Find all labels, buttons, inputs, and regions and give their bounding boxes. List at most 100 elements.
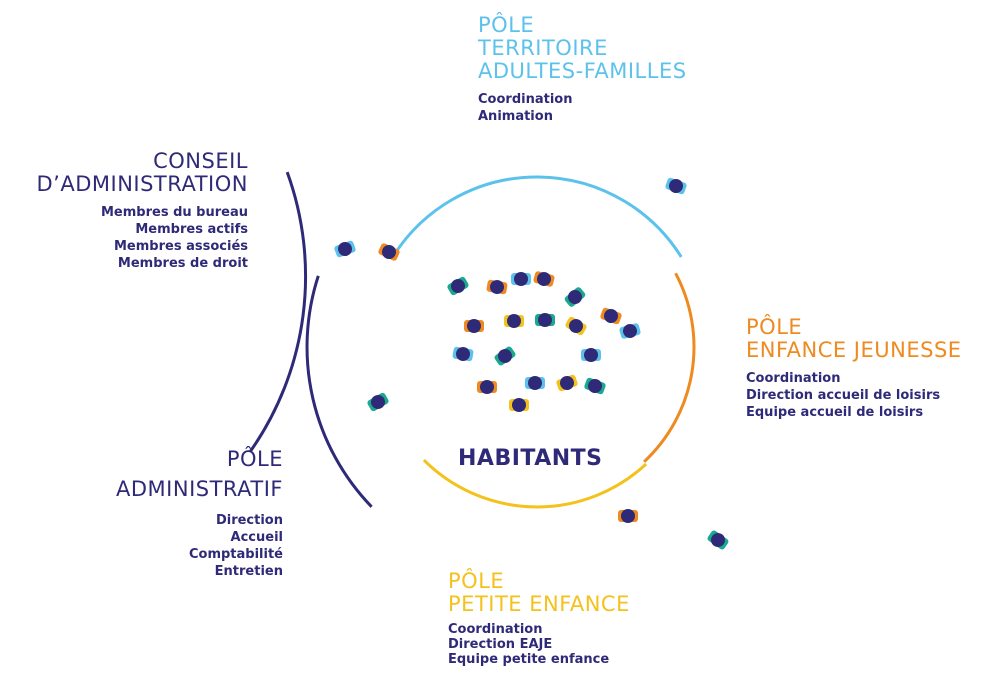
pole-enfance-jeunesse-title-line: PÔLE <box>746 315 803 339</box>
pole-administratif-title: PÔLE ADMINISTRATIF <box>116 444 283 504</box>
conseil-arc <box>249 171 308 453</box>
person-head <box>669 179 683 193</box>
person-head <box>490 280 504 294</box>
person-head <box>538 313 552 327</box>
person-figure <box>564 287 586 307</box>
person-figure <box>665 177 687 195</box>
conseil-title: CONSEIL D’ADMINISTRATION <box>37 150 249 196</box>
pole-territoire-items: Coordination Animation <box>478 91 687 125</box>
person-figure <box>452 346 474 362</box>
list-item: Membres actifs <box>135 222 248 237</box>
list-item: Equipe petite enfance <box>448 652 610 667</box>
person-head <box>456 347 470 361</box>
person-head <box>371 395 385 409</box>
person-figure <box>618 509 638 523</box>
person-head <box>514 272 528 286</box>
people-figures-group <box>334 177 729 550</box>
conseil-title-line: CONSEIL <box>153 149 248 173</box>
person-figure <box>504 314 524 328</box>
person-figure <box>535 313 555 327</box>
person-head <box>338 242 352 256</box>
list-item: Equipe accueil de loisirs <box>746 405 924 420</box>
pole-administratif: PÔLE ADMINISTRATIF Direction Accueil Com… <box>116 444 283 580</box>
list-item: Entretien <box>214 564 283 579</box>
person-head <box>604 309 618 323</box>
pole-administratif-items: Direction Accueil Comptabilité Entretien <box>116 512 283 580</box>
pole-petite-enfance-items: Coordination Direction EAJE Equipe petit… <box>448 622 630 667</box>
pole-enfance-jeunesse: PÔLE ENFANCE JEUNESSE Coordination Direc… <box>746 316 962 421</box>
person-figure <box>334 240 356 258</box>
enfance-jeunesse-arc <box>643 272 696 463</box>
list-item: Membres associés <box>114 239 248 254</box>
person-figure <box>581 348 601 362</box>
pole-petite-enfance-title: PÔLE PETITE ENFANCE <box>448 570 630 616</box>
pole-enfance-jeunesse-title-line: ENFANCE JEUNESSE <box>746 338 962 362</box>
person-figure <box>707 530 729 550</box>
person-figure <box>486 279 508 295</box>
list-item: Accueil <box>230 530 283 545</box>
person-figure <box>533 271 555 287</box>
person-head <box>537 272 551 286</box>
person-figure <box>565 316 587 336</box>
list-item: Membres du bureau <box>101 205 248 220</box>
person-head <box>623 324 637 338</box>
person-head <box>569 319 583 333</box>
list-item: Coordination <box>478 92 573 107</box>
list-item: Direction accueil de loisirs <box>746 388 941 403</box>
pole-enfance-jeunesse-items: Coordination Direction accueil de loisir… <box>746 370 962 421</box>
list-item: Direction EAJE <box>448 637 553 652</box>
person-figure <box>556 374 578 392</box>
list-item: Animation <box>478 109 553 124</box>
person-figure <box>367 392 389 412</box>
person-head <box>512 398 526 412</box>
list-item: Comptabilité <box>188 547 283 562</box>
person-figure <box>447 276 469 296</box>
conseil-items: Membres du bureau Membres actifs Membres… <box>37 204 248 272</box>
pole-petite-enfance-title-line: PÔLE <box>448 569 505 593</box>
person-head <box>568 290 582 304</box>
administratif-arc <box>305 275 373 508</box>
person-figure <box>600 307 622 325</box>
habitants-label: HABITANTS <box>458 446 603 471</box>
person-figure <box>511 272 531 286</box>
person-head <box>588 379 602 393</box>
pole-territoire-title-line: TERRITOIRE <box>478 36 608 60</box>
person-head <box>382 245 396 259</box>
list-item: Coordination <box>448 622 543 637</box>
person-head <box>507 314 521 328</box>
person-head <box>560 376 574 390</box>
conseil-title-line: D’ADMINISTRATION <box>36 172 248 196</box>
person-head <box>467 319 481 333</box>
conseil-administration: CONSEIL D’ADMINISTRATION Membres du bure… <box>37 150 249 272</box>
person-figure <box>464 319 484 333</box>
pole-petite-enfance-title-line: PETITE ENFANCE <box>448 592 630 616</box>
list-item: Coordination <box>746 371 841 386</box>
list-item: Membres de droit <box>117 256 248 271</box>
territoire-arc <box>393 175 683 258</box>
pole-territoire-title: PÔLE TERRITOIRE ADULTES-FAMILLES <box>478 14 687 83</box>
pole-territoire-title-line: ADULTES-FAMILLES <box>478 59 687 83</box>
person-figure <box>525 376 545 390</box>
person-head <box>480 380 494 394</box>
petite-enfance-arc <box>422 459 648 509</box>
person-figure <box>584 377 606 395</box>
pole-administratif-title-line: PÔLE <box>226 447 283 471</box>
pole-enfance-jeunesse-title: PÔLE ENFANCE JEUNESSE <box>746 316 962 362</box>
pole-territoire: PÔLE TERRITOIRE ADULTES-FAMILLES Coordin… <box>478 14 687 125</box>
person-figure <box>619 323 641 339</box>
person-figure <box>477 380 497 394</box>
person-head <box>711 533 725 547</box>
person-head <box>528 376 542 390</box>
arc-group <box>249 171 696 509</box>
person-head <box>621 509 635 523</box>
person-head <box>451 279 465 293</box>
list-item: Direction <box>215 513 283 528</box>
pole-petite-enfance: PÔLE PETITE ENFANCE Coordination Directi… <box>448 570 630 668</box>
pole-territoire-title-line: PÔLE <box>478 13 535 37</box>
person-figure <box>378 243 400 261</box>
person-head <box>584 348 598 362</box>
person-head <box>498 349 512 363</box>
pole-administratif-title-line: ADMINISTRATIF <box>116 477 283 501</box>
person-figure <box>509 398 529 412</box>
